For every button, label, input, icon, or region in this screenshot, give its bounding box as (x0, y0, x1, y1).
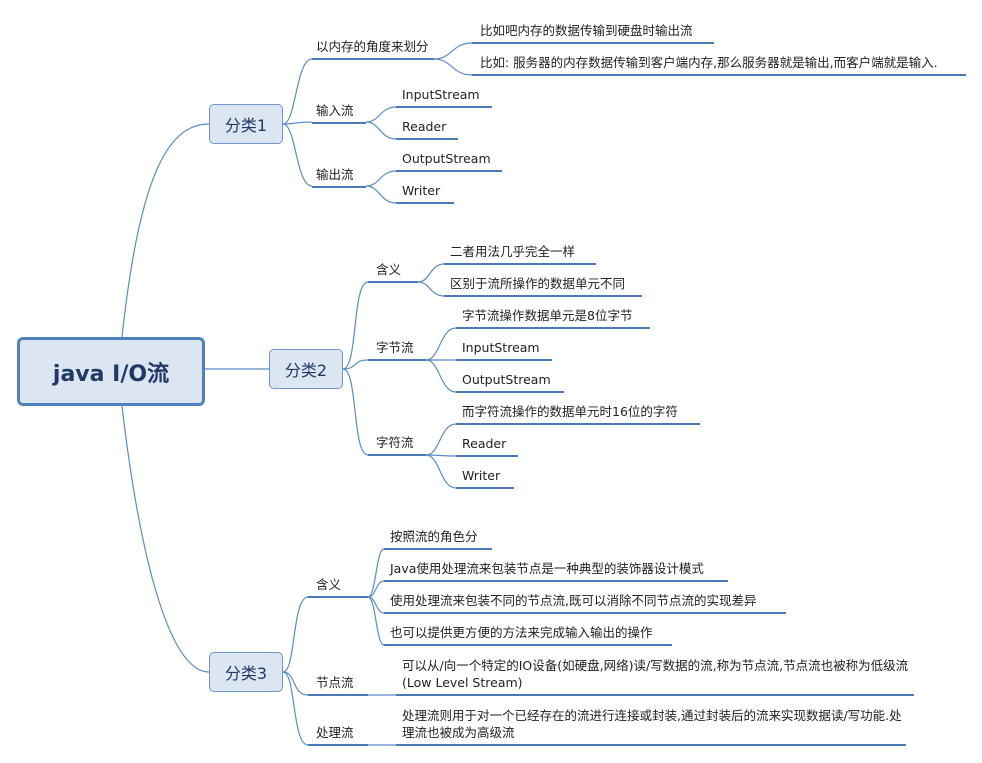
subtopic-underline (308, 596, 368, 598)
subtopic-label: 字符流 (376, 435, 414, 450)
root-node: java I/O流 (17, 337, 205, 406)
leaf-label: Writer (462, 468, 501, 483)
subtopic-label: 含义 (316, 577, 342, 592)
leaf-label: Reader (402, 119, 447, 134)
subtopic-label: 处理流 (316, 725, 354, 740)
leaf-underline (444, 295, 642, 297)
leaf-underline (456, 359, 552, 361)
category-node-2: 分类2 (269, 349, 343, 389)
leaf-label: Java使用处理流来包装节点是一种典型的装饰器设计模式 (390, 561, 704, 576)
leaf-label: 可以从/向一个特定的IO设备(如硬盘,网络)读/写数据的流,称为节点流,节点流也… (402, 658, 909, 690)
leaf-label: 比如吧内存的数据传输到硬盘时输出流 (480, 23, 693, 38)
leaf-underline (456, 455, 518, 457)
subtopic-label: 输出流 (316, 167, 354, 182)
subtopic-underline (308, 694, 368, 696)
leaf-underline (472, 74, 966, 76)
leaf-underline (396, 106, 492, 108)
leaf-label: OutputStream (402, 151, 491, 166)
leaf-label: 按照流的角色分 (390, 529, 478, 544)
leaf-underline (444, 263, 596, 265)
leaf-underline (456, 391, 564, 393)
category-label: 分类3 (224, 664, 268, 683)
subtopic-underline (308, 744, 368, 746)
leaf-underline (472, 42, 714, 44)
leaf-label: Writer (402, 183, 441, 198)
leaf-label: 处理流则用于对一个已经存在的流进行连接或封装,通过封装后的流来实现数据读/写功能… (402, 708, 902, 740)
leaf-label: 而字符流操作的数据单元时16位的字符 (462, 404, 678, 419)
leaf-label: 比如: 服务器的内存数据传输到客户端内存,那么服务器就是输出,而客户端就是输入. (480, 55, 938, 70)
leaf-underline (396, 170, 502, 172)
leaf-label: 也可以提供更方便的方法来完成输入输出的操作 (390, 625, 653, 640)
leaf-label: Reader (462, 436, 507, 451)
subtopic-label: 含义 (376, 262, 402, 277)
root-title: java I/O流 (52, 361, 170, 387)
leaf-underline (384, 580, 728, 582)
subtopic-label: 节点流 (316, 675, 354, 690)
subtopic-underline (312, 186, 366, 188)
leaf-underline (396, 694, 914, 696)
category-node-1: 分类1 (209, 104, 283, 144)
subtopic-label: 以内存的角度来划分 (316, 39, 429, 54)
subtopic-label: 字节流 (376, 340, 414, 355)
leaf-label: InputStream (402, 87, 480, 102)
category-node-3: 分类3 (209, 652, 283, 692)
leaf-label: 使用处理流来包装不同的节点流,既可以消除不同节点流的实现差异 (390, 593, 757, 608)
category-label: 分类2 (284, 361, 328, 380)
connector (121, 405, 210, 673)
subtopic-underline (368, 359, 426, 361)
leaf-label: 字节流操作数据单元是8位字节 (462, 308, 633, 323)
leaf-underline (396, 744, 906, 746)
subtopic-underline (368, 454, 426, 456)
leaf-underline (384, 612, 786, 614)
subtopic-underline (312, 122, 366, 124)
leaf-underline (384, 548, 492, 550)
leaf-underline (396, 138, 458, 140)
leaf-label: 区别于流所操作的数据单元不同 (450, 276, 626, 291)
subtopic-underline (368, 281, 418, 283)
leaf-underline (456, 487, 514, 489)
leaf-underline (384, 644, 672, 646)
leaf-underline (396, 202, 454, 204)
subtopic-label: 输入流 (316, 103, 354, 118)
leaf-label: OutputStream (462, 372, 551, 387)
subtopic-underline (312, 58, 434, 60)
leaf-label: 二者用法几乎完全一样 (450, 244, 576, 259)
leaf-label: InputStream (462, 340, 540, 355)
leaf-underline (456, 327, 650, 329)
category-label: 分类1 (224, 116, 268, 135)
leaf-underline (456, 423, 700, 425)
connector (121, 123, 210, 338)
